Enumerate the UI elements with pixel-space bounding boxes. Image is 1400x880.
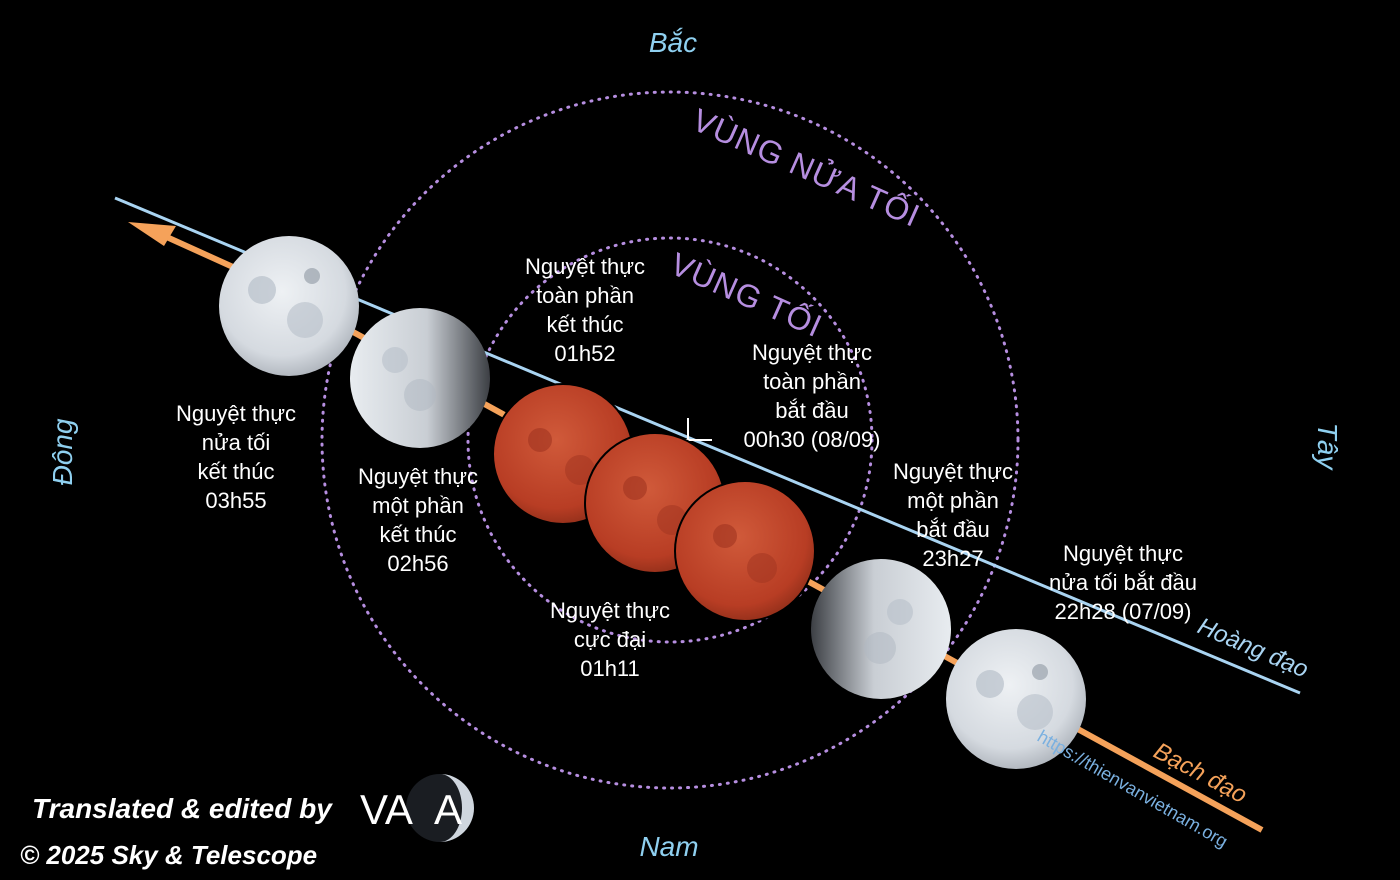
event-label-line: Nguyệt thực	[893, 459, 1013, 484]
event-label-line: Nguyệt thực	[752, 340, 872, 365]
penumbra-circle	[320, 90, 1020, 790]
moon-partial-begin	[811, 559, 951, 699]
south-label: Nam	[639, 831, 698, 862]
umbra-circle	[466, 236, 874, 644]
logo-text-right: A	[434, 786, 462, 833]
event-label-line: kết thúc	[546, 312, 623, 337]
event-label-line: Nguyệt thực	[176, 401, 296, 426]
label-maximum: Nguyệt thực cực đại 01h11	[550, 598, 670, 681]
event-label-line: 22h28 (07/09)	[1055, 599, 1192, 624]
label-penumbral-begin: Nguyệt thực nửa tối bắt đầu 22h28 (07/09)	[1049, 541, 1197, 624]
label-total-end: Nguyệt thực toàn phần kết thúc 01h52	[525, 254, 645, 366]
event-label-line: 01h11	[580, 656, 640, 681]
west-label: Tây	[1312, 423, 1343, 472]
event-label-line: nửa tối	[202, 430, 271, 455]
event-label-line: cực đại	[574, 627, 646, 652]
event-label-line: Nguyệt thực	[1063, 541, 1183, 566]
event-label-line: một phần	[907, 488, 999, 513]
event-label-line: 01h52	[554, 341, 615, 366]
event-label-line: 23h27	[922, 546, 983, 571]
event-label-line: bắt đầu	[775, 398, 848, 423]
event-label-line: 02h56	[387, 551, 448, 576]
event-label-line: Nguyệt thực	[525, 254, 645, 279]
event-label-line: toàn phần	[536, 283, 634, 308]
moon-partial-end	[350, 308, 490, 448]
umbra-label: VÙNG TỐI	[665, 246, 828, 345]
penumbra-label: VÙNG NỬA TỐI	[687, 102, 925, 235]
moon-path-arrow	[128, 222, 176, 246]
event-label-line: nửa tối bắt đầu	[1049, 570, 1197, 595]
event-label-line: một phần	[372, 493, 464, 518]
event-label-line: toàn phần	[763, 369, 861, 394]
moon-path-arrow-shaft	[158, 231, 246, 275]
event-label-line: kết thúc	[379, 522, 456, 547]
translated-credit: Translated & edited by	[32, 793, 333, 824]
event-label-line: Nguyệt thực	[358, 464, 478, 489]
vaa-logo: VA A	[360, 774, 474, 842]
label-partial-begin: Nguyệt thực một phần bắt đầu 23h27	[893, 459, 1013, 571]
east-label: Đông	[47, 418, 78, 485]
moon-total-begin	[674, 480, 816, 622]
label-penumbral-end: Nguyệt thực nửa tối kết thúc 03h55	[176, 401, 296, 513]
label-total-begin: Nguyệt thực toàn phần bắt đầu 00h30 (08/09)	[744, 340, 881, 452]
event-label-line: 03h55	[205, 488, 266, 513]
copyright-credit: © 2025 Sky & Telescope	[20, 840, 317, 870]
event-label-line: Nguyệt thực	[550, 598, 670, 623]
north-label: Bắc	[649, 27, 697, 58]
event-label-line: 00h30 (08/09)	[744, 427, 881, 452]
event-label-line: kết thúc	[197, 459, 274, 484]
event-label-line: bắt đầu	[916, 517, 989, 542]
moon-penumbral-end	[219, 236, 359, 376]
label-partial-end: Nguyệt thực một phần kết thúc 02h56	[358, 464, 478, 576]
logo-text-left: VA	[360, 786, 413, 833]
moon-penumbral-begin	[946, 629, 1086, 769]
